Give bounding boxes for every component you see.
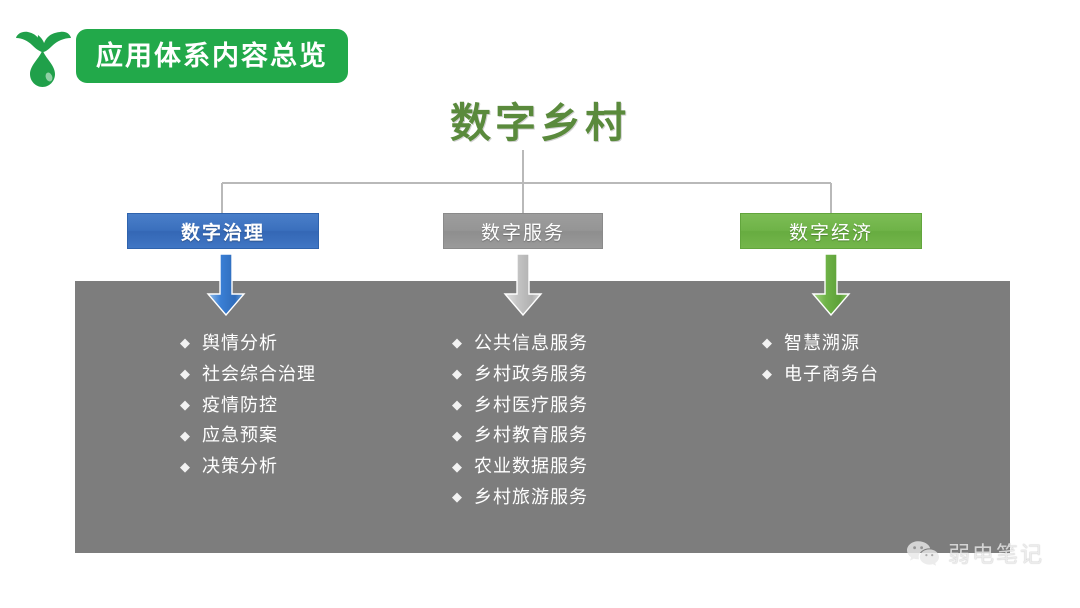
diamond-bullet-icon: ◆ <box>452 427 462 443</box>
watermark: 弱电笔记 <box>906 540 1044 570</box>
diamond-bullet-icon: ◆ <box>452 489 462 505</box>
list-item[interactable]: ◆ 农业数据服务 <box>452 456 588 477</box>
down-arrow-economy-icon <box>811 254 851 316</box>
content-panel <box>75 281 1010 553</box>
list-item-label: 乡村医疗服务 <box>474 394 588 415</box>
category-label-governance: 数字治理 <box>180 222 265 244</box>
diamond-bullet-icon: ◆ <box>180 396 190 412</box>
page-title: 数字乡村 <box>450 100 630 146</box>
down-arrow-governance-icon <box>206 254 246 316</box>
list-item-label: 公共信息服务 <box>474 333 588 353</box>
list-item[interactable]: ◆ 社会综合治理 <box>180 363 316 385</box>
diamond-bullet-icon: ◆ <box>762 335 772 351</box>
watermark-text: 弱电笔记 <box>948 542 1045 567</box>
list-services: ◆ 公共信息服务 ◆ 乡村政务服务 ◆ 乡村医疗服务 ◆ 乡村教育服务 ◆ 农业数据服务 ◆ 乡村旅游… <box>452 333 588 519</box>
wechat-icon <box>907 541 939 566</box>
diamond-bullet-icon: ◆ <box>180 335 190 351</box>
header-badge-label: 应用体系内容总览 <box>96 40 328 71</box>
header-badge: 应用体系内容总览 <box>76 29 348 83</box>
diamond-bullet-icon: ◆ <box>452 458 462 474</box>
list-item-label: 决策分析 <box>202 456 278 477</box>
list-item[interactable]: ◆ 应急预案 <box>180 426 316 446</box>
list-item-label: 乡村旅游服务 <box>474 486 588 507</box>
diamond-bullet-icon: ◆ <box>180 427 190 443</box>
list-item[interactable]: ◆ 公共信息服务 <box>452 333 588 354</box>
diamond-bullet-icon: ◆ <box>180 458 190 474</box>
sprout-droplet-icon <box>12 20 74 90</box>
list-item-label: 社会综合治理 <box>202 363 316 384</box>
list-item[interactable]: ◆ 舆情分析 <box>180 333 316 354</box>
diamond-bullet-icon: ◆ <box>180 366 190 382</box>
list-item-label: 农业数据服务 <box>474 456 588 477</box>
list-item[interactable]: ◆ 电子商务台 <box>762 363 879 385</box>
list-economy: ◆ 智慧溯源 ◆ 电子商务台 <box>762 333 879 396</box>
list-governance: ◆ 舆情分析 ◆ 社会综合治理 ◆ 疫情防控 ◆ 应急预案 ◆ 决策分析 <box>180 333 316 488</box>
list-item[interactable]: ◆ 决策分析 <box>180 456 316 477</box>
list-item-label: 应急预案 <box>202 425 278 446</box>
list-item[interactable]: ◆ 乡村政务服务 <box>452 363 588 385</box>
list-item-label: 乡村教育服务 <box>474 425 588 446</box>
list-item-label: 智慧溯源 <box>784 333 860 353</box>
diamond-bullet-icon: ◆ <box>762 366 772 382</box>
list-item[interactable]: ◆ 乡村医疗服务 <box>452 394 588 416</box>
list-item-label: 疫情防控 <box>202 394 278 415</box>
list-item-label: 舆情分析 <box>202 333 278 353</box>
category-box-governance[interactable]: 数字治理 <box>127 213 319 249</box>
diamond-bullet-icon: ◆ <box>452 366 462 382</box>
category-box-economy[interactable]: 数字经济 <box>740 213 922 249</box>
category-label-services: 数字服务 <box>480 222 565 244</box>
diamond-bullet-icon: ◆ <box>452 335 462 351</box>
down-arrow-services-icon <box>503 254 543 316</box>
list-item[interactable]: ◆ 乡村旅游服务 <box>452 486 588 508</box>
list-item-label: 乡村政务服务 <box>474 363 588 384</box>
category-label-economy: 数字经济 <box>788 222 873 244</box>
list-item-label: 电子商务台 <box>784 363 879 384</box>
list-item[interactable]: ◆ 疫情防控 <box>180 394 316 416</box>
diamond-bullet-icon: ◆ <box>452 396 462 412</box>
connector-tree <box>221 150 832 213</box>
category-box-services[interactable]: 数字服务 <box>443 213 603 249</box>
list-item[interactable]: ◆ 智慧溯源 <box>762 333 879 354</box>
list-item[interactable]: ◆ 乡村教育服务 <box>452 426 588 446</box>
